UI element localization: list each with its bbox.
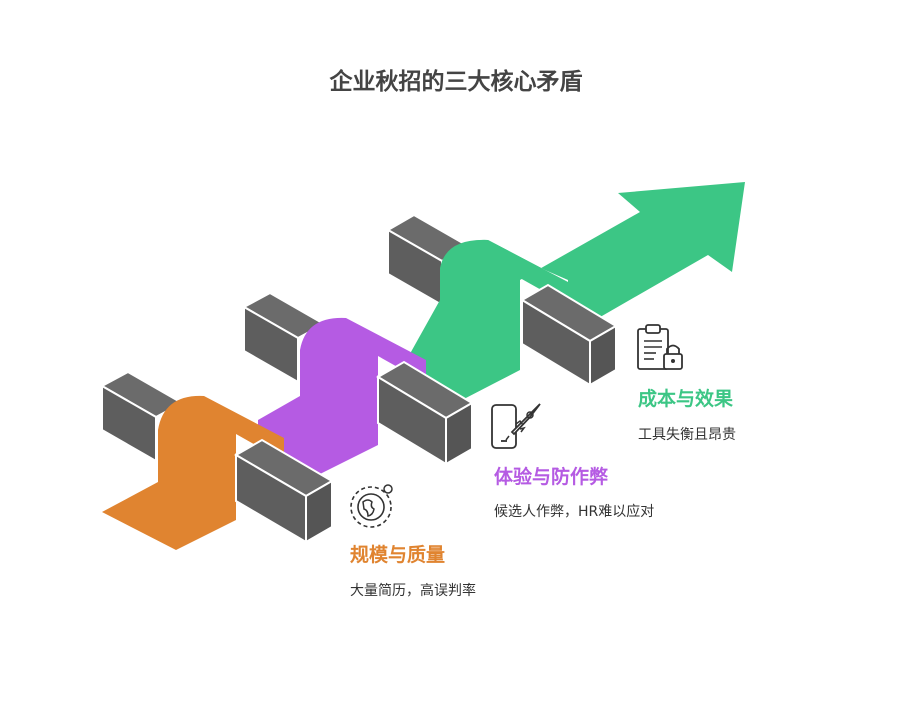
item-desc-scale-quality: 大量简历，高误判率 bbox=[350, 583, 476, 599]
middle-block-right bbox=[376, 360, 474, 466]
orange-ribbon bbox=[102, 395, 284, 550]
item-heading-experience-anticheat: 体验与防作弊 bbox=[494, 466, 609, 488]
globe-icon bbox=[350, 484, 393, 528]
phone-rocket-icon bbox=[491, 403, 541, 449]
front-block-right bbox=[234, 438, 334, 544]
item-heading-cost-effect: 成本与效果 bbox=[638, 388, 734, 410]
item-desc-cost-effect: 工具失衡且昂贵 bbox=[638, 427, 736, 443]
item-heading-scale-quality: 规模与质量 bbox=[350, 544, 446, 566]
back-block-right bbox=[520, 283, 618, 387]
diagram-title: 企业秋招的三大核心矛盾 bbox=[329, 69, 583, 95]
purple-ribbon bbox=[258, 317, 426, 475]
green-ribbon-curve bbox=[402, 239, 568, 400]
item-desc-experience-anticheat: 候选人作弊，HR难以应对 bbox=[494, 504, 655, 520]
clipboard-lock-icon bbox=[637, 324, 683, 370]
